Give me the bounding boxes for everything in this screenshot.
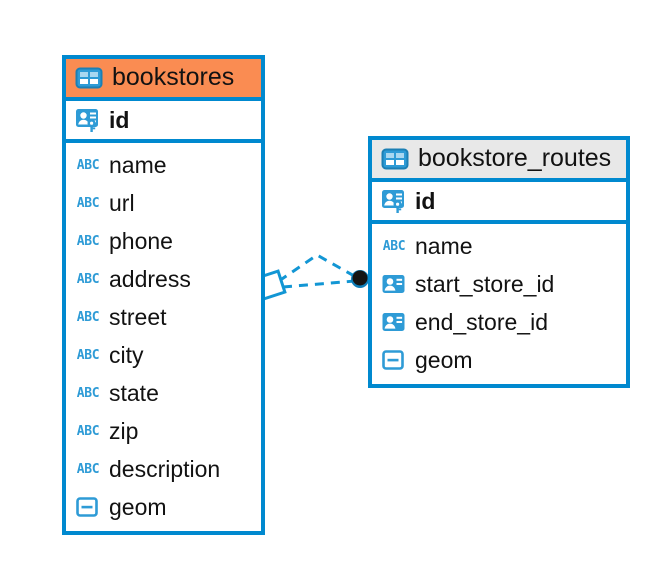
foreign-key-icon [381, 310, 407, 334]
text-abc-icon: ABC [76, 347, 100, 363]
relationship-line-lower [282, 279, 356, 289]
primary-key-section: id [372, 182, 626, 224]
field-name: name [109, 151, 167, 178]
text-abc-icon: ABC [76, 233, 100, 249]
primary-key-section: id [66, 101, 261, 143]
field-row-address[interactable]: ABC address [66, 260, 261, 298]
column-list: ABC name start_store_id [372, 224, 626, 384]
relationship-svg [255, 253, 369, 301]
field-name: geom [415, 346, 473, 373]
field-name: city [109, 341, 144, 368]
field-name: phone [109, 227, 173, 254]
field-row-start-store-id[interactable]: start_store_id [372, 265, 626, 303]
relationship-connector[interactable] [255, 235, 385, 315]
field-row-zip[interactable]: ABC zip [66, 412, 261, 450]
field-name: id [415, 187, 436, 214]
field-name: end_store_id [415, 308, 548, 335]
text-abc-icon: ABC [76, 271, 100, 287]
field-name: address [109, 265, 191, 292]
text-abc-icon: ABC [76, 385, 100, 401]
field-name: street [109, 303, 167, 330]
field-row-phone[interactable]: ABC phone [66, 222, 261, 260]
field-row-id[interactable]: id [66, 101, 261, 139]
primary-key-icon [381, 188, 407, 214]
entity-header-bookstores[interactable]: bookstores [66, 59, 261, 101]
field-name: name [415, 232, 473, 259]
foreign-key-icon [381, 272, 407, 296]
text-abc-icon: ABC [76, 157, 100, 173]
entity-header-bookstore-routes[interactable]: bookstore_routes [372, 140, 626, 182]
field-name: zip [109, 417, 139, 444]
field-row-geom[interactable]: geom [372, 341, 626, 379]
column-list: ABC name ABC url ABC phone ABC address A… [66, 143, 261, 531]
entity-title: bookstores [112, 63, 235, 91]
field-row-description[interactable]: ABC description [66, 450, 261, 488]
field-row-city[interactable]: ABC city [66, 336, 261, 374]
relationship-line-upper [278, 253, 357, 283]
field-row-end-store-id[interactable]: end_store_id [372, 303, 626, 341]
field-row-url[interactable]: ABC url [66, 184, 261, 222]
geometry-icon [381, 348, 407, 372]
field-row-name[interactable]: ABC name [372, 227, 626, 265]
field-row-name[interactable]: ABC name [66, 146, 261, 184]
field-name: start_store_id [415, 270, 555, 297]
field-name: id [109, 106, 130, 133]
relationship-target-dot [351, 270, 369, 288]
field-row-street[interactable]: ABC street [66, 298, 261, 336]
field-name: geom [109, 493, 167, 520]
text-abc-icon: ABC [382, 238, 406, 254]
field-row-state[interactable]: ABC state [66, 374, 261, 412]
table-icon [75, 66, 103, 90]
text-abc-icon: ABC [76, 195, 100, 211]
field-row-geom[interactable]: geom [66, 488, 261, 526]
geometry-icon [75, 495, 101, 519]
field-row-id[interactable]: id [372, 182, 626, 220]
table-icon [381, 147, 409, 171]
text-abc-icon: ABC [76, 461, 100, 477]
field-name: url [109, 189, 135, 216]
field-name: state [109, 379, 159, 406]
primary-key-icon [75, 107, 101, 133]
entity-title: bookstore_routes [418, 144, 612, 172]
text-abc-icon: ABC [76, 309, 100, 325]
entity-table-bookstores[interactable]: bookstores [62, 55, 265, 535]
text-abc-icon: ABC [76, 423, 100, 439]
entity-table-bookstore-routes[interactable]: bookstore_routes [368, 136, 630, 388]
field-name: description [109, 455, 221, 482]
